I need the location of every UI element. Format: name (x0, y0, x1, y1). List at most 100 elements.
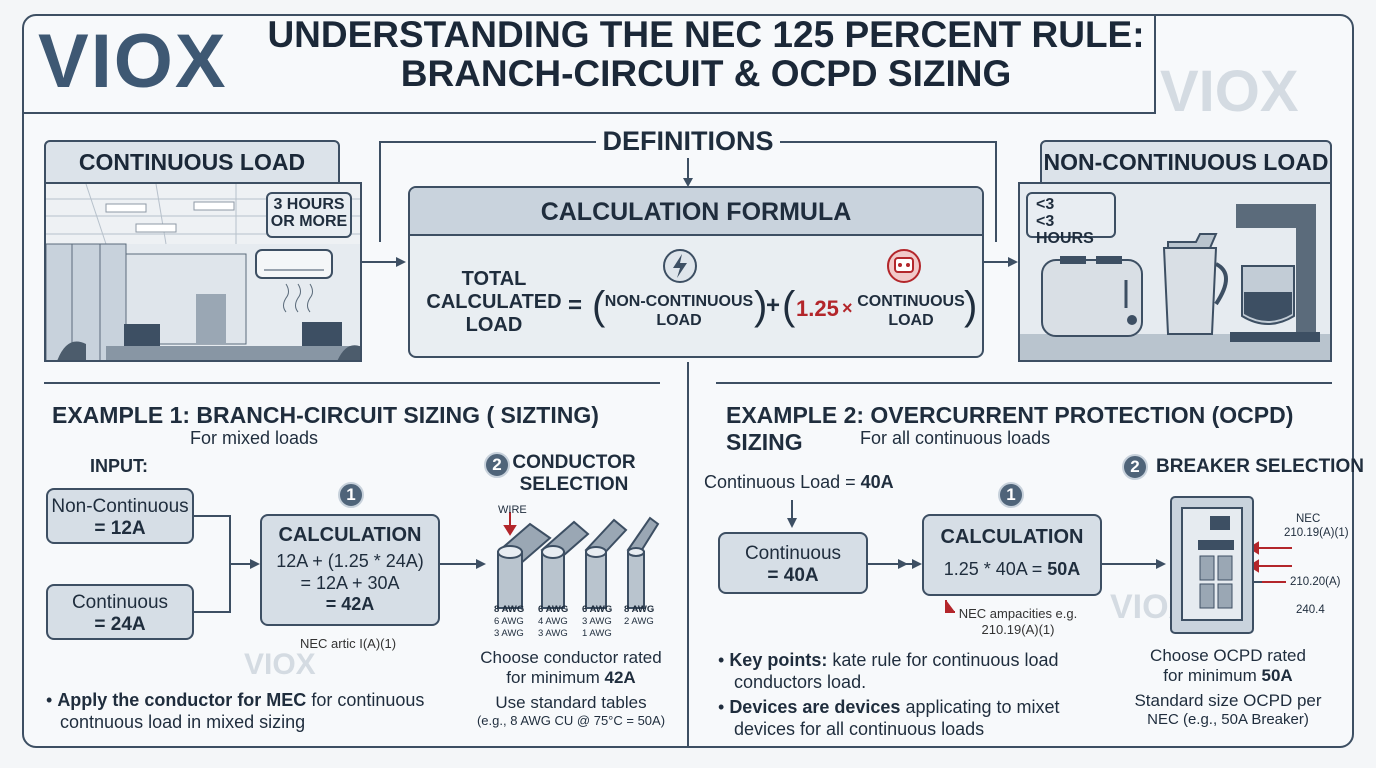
formula-term-noncontinuous: NON-CONTINUOUS LOAD (604, 292, 754, 330)
example1-title: EXAMPLE 1: BRANCH-CIRCUIT SIZING ( SIZTI… (52, 402, 599, 428)
wire-size-line: 3 AWG (538, 627, 568, 639)
choose-value: 42A (604, 668, 636, 688)
formula-title: CALCULATION FORMULA (410, 188, 982, 236)
wire-size-labels: 8 AWG 6 AWG 3 AWG 6 AWG 4 AWG 3 AWG 6 AW… (494, 604, 674, 644)
calc-prefix: 1.25 * 40A = (943, 559, 1048, 579)
formula-term-continuous: CONTINUOUS LOAD (856, 292, 966, 330)
nec-reference-label: NEC 210.19(A)(1) (1284, 512, 1349, 541)
step-1-badge: 1 (338, 482, 364, 508)
appliances-icon (1020, 204, 1330, 360)
devices-bold: Devices are devices (729, 697, 901, 718)
input-value: 40A (860, 472, 894, 492)
calc-line-1: 12A + (1.25 * 24A) (276, 551, 424, 571)
duration-badge-line-1: <3 (1036, 196, 1055, 213)
devices-line-1: • Devices are devices applicating to mix… (718, 697, 1060, 718)
wire-label: WIRE (498, 504, 527, 516)
wire-size-line: 8 AWG (494, 604, 525, 615)
term1-line-1: NON-CONTINUOUS (604, 293, 754, 310)
bullet-line-1: • Apply the conductor for MEC for contin… (46, 690, 425, 710)
watermark-logo: VIOX (244, 648, 316, 681)
choose-prefix: for minimum (506, 668, 605, 688)
formula-lhs-line-2: CALCULATED (426, 291, 562, 313)
formula-lhs-line-1: TOTAL (461, 268, 527, 290)
wire-size-line: 3 AWG (494, 627, 524, 639)
choose-line-2: for minimum 42A (464, 668, 678, 688)
equals-sign: = (568, 292, 583, 319)
conductor-choice-text: Choose conductor rated for minimum 42A U… (464, 648, 678, 729)
calc-title: CALCULATION (278, 524, 422, 546)
wire-size-label: 6 AWG 3 AWG 1 AWG (582, 604, 618, 640)
devices-line-2: devices for all continuous loads (734, 718, 985, 739)
calc-line-2: = 12A + 30A (300, 572, 400, 593)
bullet-rest: for continuous (306, 690, 425, 710)
input-c-line-1: Continuous (71, 592, 169, 613)
wire-size-line: 2 AWG (624, 615, 654, 627)
header-divider (1154, 14, 1156, 114)
page-title: UNDERSTANDING THE NEC 125 PERCENT RULE: … (256, 15, 1156, 106)
example2-subtitle: For all continuous loads (860, 428, 1051, 448)
input-nc-line-2: = 12A (94, 517, 146, 539)
wire-size-line: 6 AWG (494, 615, 524, 627)
breaker-panel-icon (1170, 496, 1254, 634)
heater-icon (887, 249, 921, 283)
choose-line-1: Choose conductor rated (480, 648, 662, 667)
tables-line-2: (e.g., 8 AWG CU @ 75°C = 50A) (476, 713, 666, 729)
input-prefix: Continuous Load = (704, 472, 861, 492)
conductor-selection-title: CONDUCTOR SELECTION (510, 452, 638, 496)
input-box-line-1: Continuous (744, 543, 842, 564)
example2-calculation-box: CALCULATION 1.25 * 40A = 50A (922, 514, 1102, 596)
title-line-2: BRANCH-CIRCUIT & OCPD SIZING (400, 52, 1012, 94)
example2-bullets: • Key points: kate rule for continuous l… (718, 650, 1060, 740)
calc-note-line-2: 210.19(A)(1) (981, 622, 1055, 638)
example1-bullet: • Apply the conductor for MEC for contin… (46, 690, 424, 733)
duration-badge: 3 HOURS OR MORE (266, 192, 352, 238)
bullet-line-2: contnuous load in mixed sizing (60, 711, 306, 732)
example2-input-box: Continuous = 40A (718, 532, 868, 594)
plus-sign: + (766, 292, 781, 319)
choose-value: 50A (1261, 666, 1293, 686)
std-line-1: Standard size OCPD per (1134, 690, 1322, 710)
paren-open: ( (592, 284, 606, 328)
choose-line-2: for minimum 50A (1128, 666, 1328, 686)
wire-size-label: 8 AWG 2 AWG (624, 604, 660, 628)
input-box-line-2: = 40A (767, 564, 819, 586)
calc-note: NEC ampacities e.g. 210.19(A)(1) (948, 606, 1088, 639)
wire-bundle-icon (497, 516, 660, 609)
factor-value: 1.25 (796, 296, 839, 321)
calc-expression: 1.25 * 40A = 50A (924, 559, 1100, 580)
calc-title: CALCULATION (940, 526, 1084, 548)
calc-line-3: = 42A (325, 594, 375, 615)
conductor-title-line-1: CONDUCTOR (512, 452, 636, 473)
choose-line-1: Choose OCPD rated (1150, 646, 1306, 665)
noncontinuous-load-title: NON-CONTINUOUS LOAD (1040, 140, 1332, 184)
term2-line-1: CONTINUOUS (857, 293, 965, 310)
term2-line-2: LOAD (888, 312, 934, 330)
example1-input-label: INPUT: (90, 456, 148, 476)
std-line-2: NEC (e.g., 50A Breaker) (1147, 711, 1309, 729)
step-2-badge: 2 (484, 452, 510, 478)
panel-label: 240.4 (1296, 604, 1325, 616)
duration-badge-line-2: <3 HOURS (1036, 212, 1094, 247)
panel-label: 210.19(A)(1) (1284, 527, 1349, 540)
step-1-badge: 1 (998, 482, 1024, 508)
term1-line-2: LOAD (656, 312, 702, 330)
arrow-icon (866, 559, 908, 569)
panel-label: NEC (1296, 513, 1321, 525)
key-points-line-1: • Key points: kate rule for continuous l… (718, 650, 1059, 670)
key-points-bold: Key points: (729, 650, 828, 670)
devices-rest: applicating to mixet (900, 697, 1060, 718)
input-noncontinuous-box: Non-Continuous = 12A (46, 488, 194, 544)
header-divider (22, 112, 1156, 114)
wire-size-label: 8 AWG 6 AWG 3 AWG (494, 604, 530, 640)
formula-lhs-line-3: LOAD (465, 314, 523, 336)
wire-size-line: 4 AWG (538, 615, 568, 627)
tables-line-1: Use standard tables (495, 692, 647, 712)
calc-note: NEC artic I(A)(1) (300, 636, 397, 651)
wire-size-line: 1 AWG (582, 627, 612, 639)
panel-label: 210.20(A) (1290, 576, 1341, 588)
duration-badge: <3 <3 HOURS (1026, 192, 1116, 246)
duration-badge-line-2: OR MORE (270, 212, 348, 230)
example2-input-text: Continuous Load = 40A (704, 472, 894, 493)
